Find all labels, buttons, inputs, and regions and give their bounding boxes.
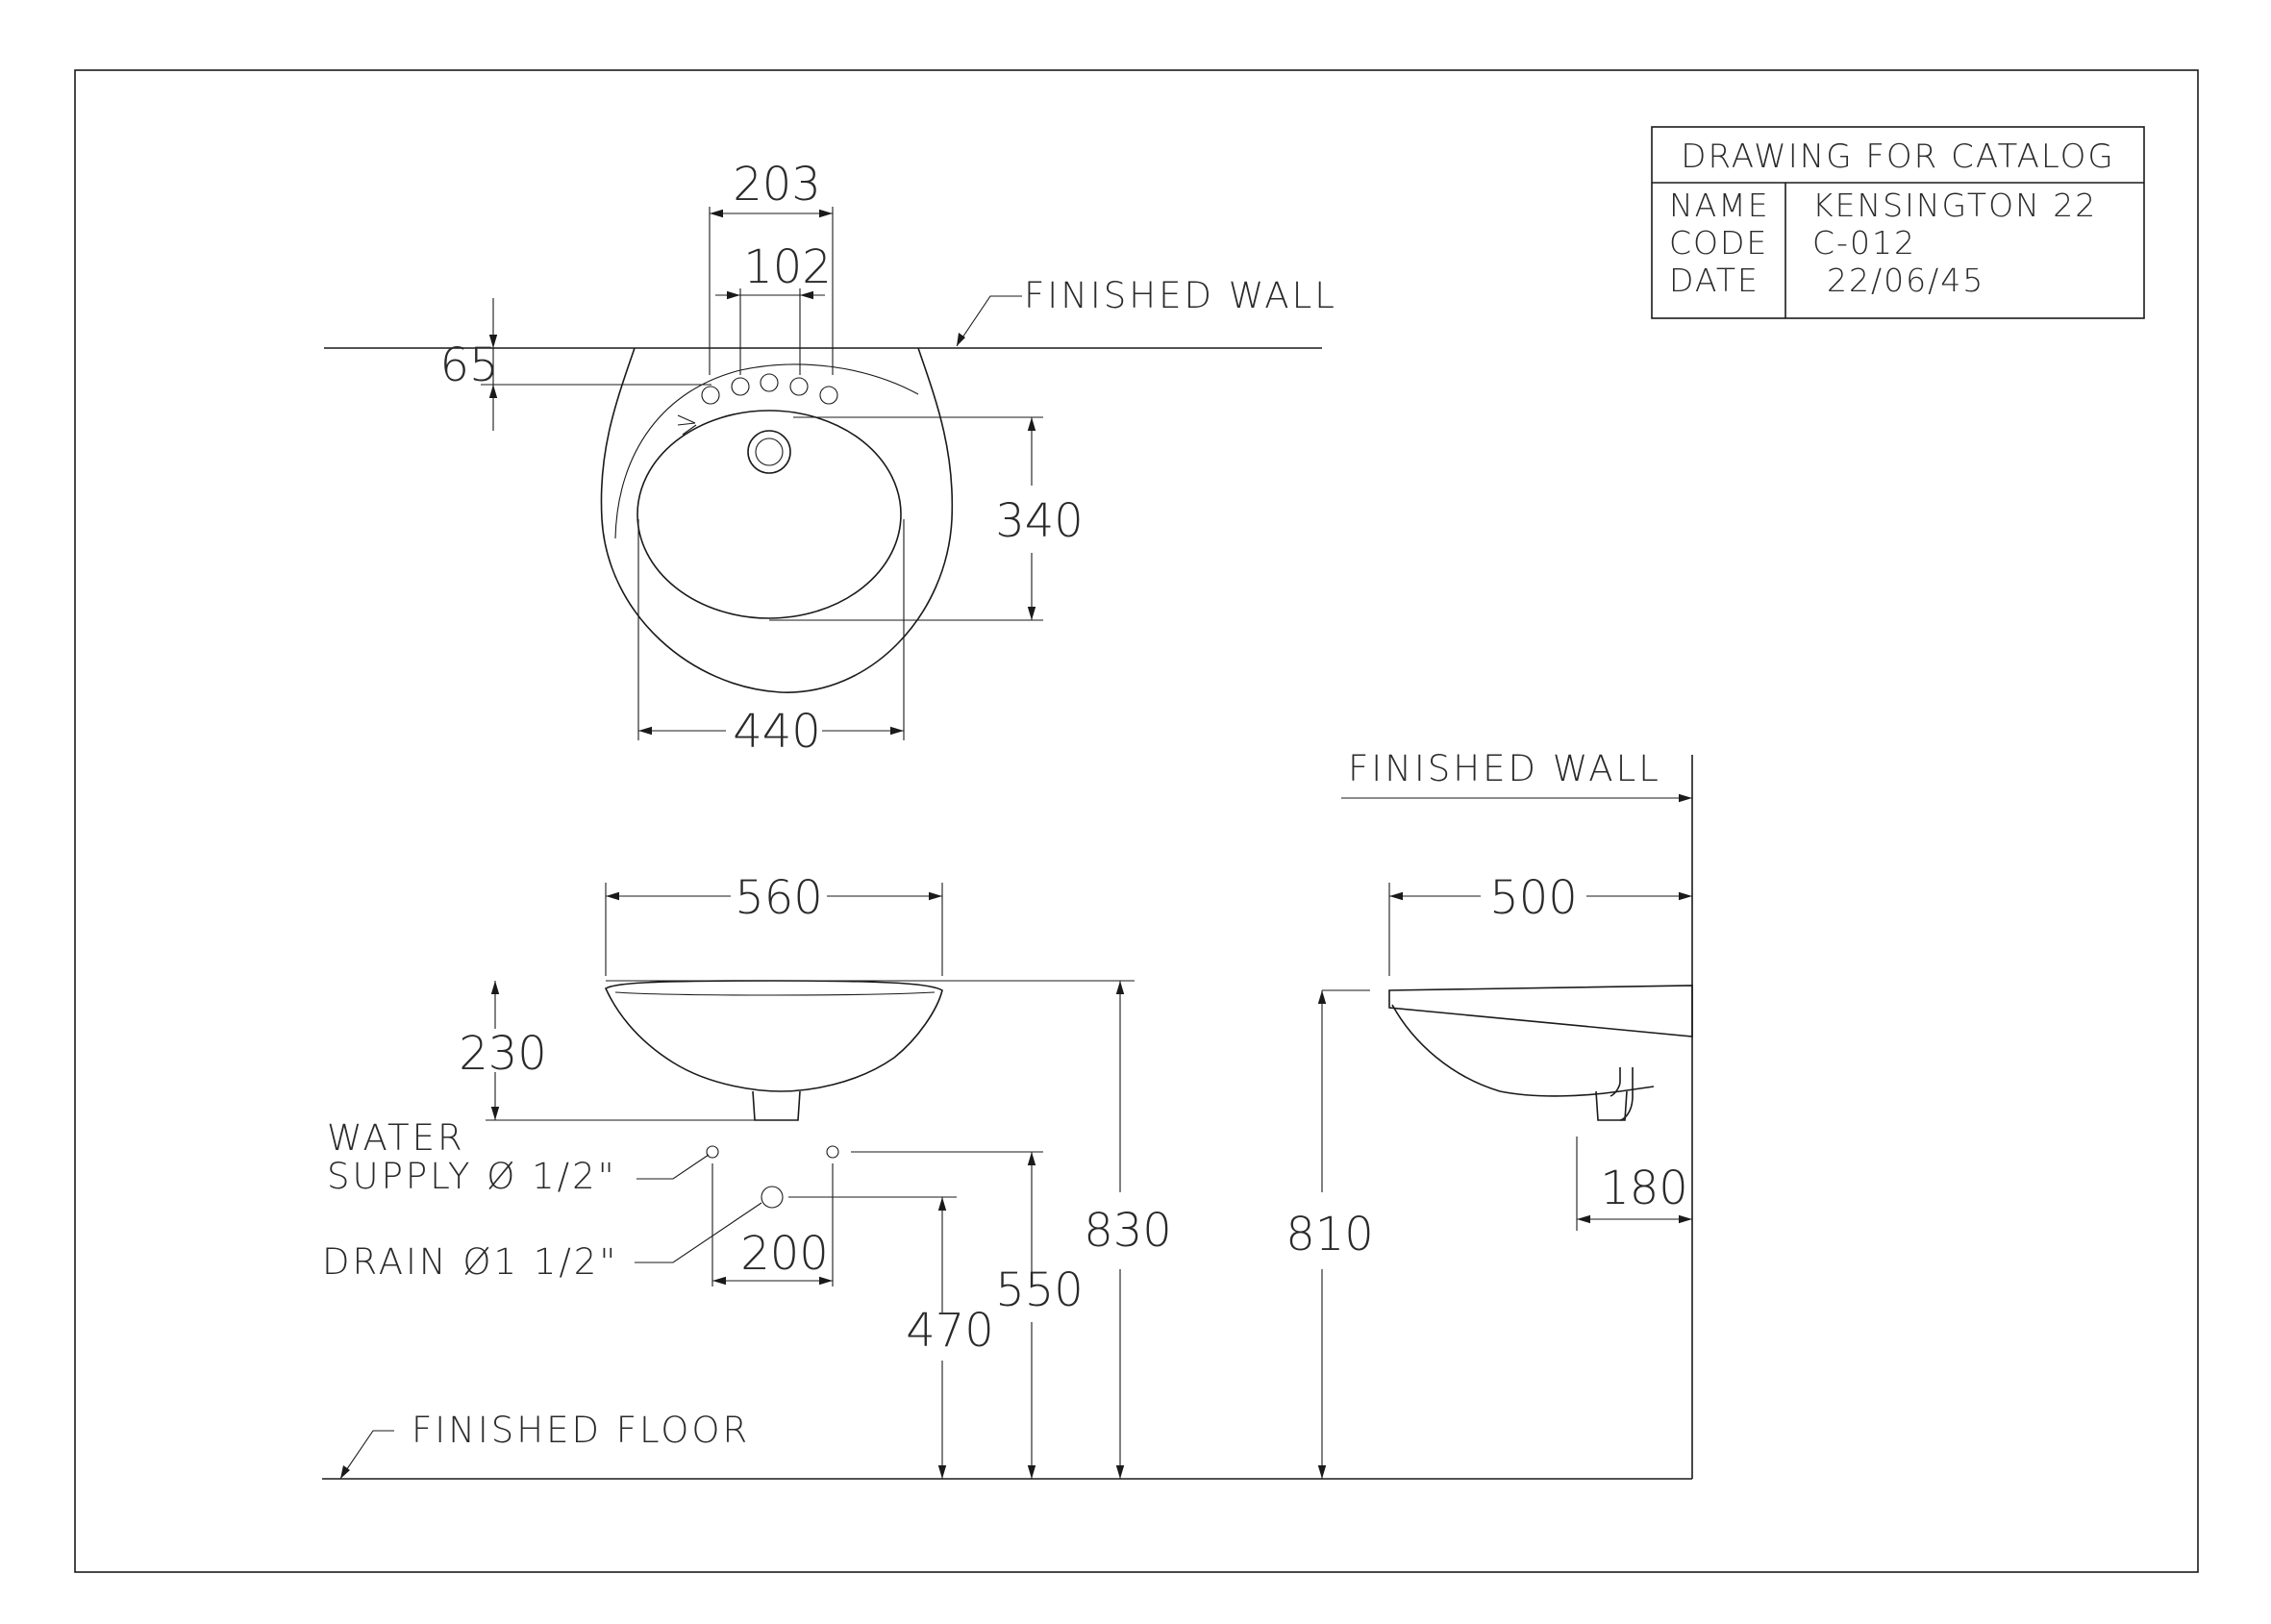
drain-label: DRAIN Ø1 1/2" (322, 1241, 618, 1283)
dim-side-rim-height: 810 (1285, 1208, 1374, 1262)
dim-bowl-depth: 340 (995, 494, 1084, 548)
front-elevation: FINISHED FLOOR 560 230 200 WATER SUPPLY (322, 871, 1692, 1480)
finished-floor-label: FINISHED FLOOR (412, 1410, 750, 1451)
dim-tap-span: 203 (733, 158, 821, 212)
side-elevation: FINISHED WALL 500 810 180 (1285, 748, 1693, 1479)
dim-supply-spacing: 200 (740, 1227, 829, 1281)
finished-wall-top-label: FINISHED WALL (1024, 275, 1337, 316)
dim-wall-offset: 65 (439, 338, 498, 392)
dim-side-depth: 500 (1489, 871, 1578, 925)
dim-supply-height: 550 (995, 1263, 1084, 1317)
dim-waste-offset: 180 (1600, 1162, 1688, 1215)
title-block-heading: DRAWING FOR CATALOG (1681, 137, 2114, 176)
dim-rim-height: 830 (1084, 1204, 1172, 1258)
plan-view: FINISHED WALL 203 102 65 (324, 158, 1337, 759)
name-label: NAME (1669, 187, 1770, 224)
dim-basin-height: 230 (459, 1027, 547, 1081)
dim-bowl-width: 440 (733, 705, 821, 759)
sheet-border (74, 69, 2199, 1573)
dim-drain-height: 470 (906, 1304, 994, 1358)
code-label: CODE (1669, 224, 1768, 262)
code-value: C-012 (1812, 224, 1916, 262)
dim-front-width: 560 (735, 871, 823, 925)
finished-wall-side-label: FINISHED WALL (1348, 748, 1661, 789)
water-supply-label-line1: WATER (327, 1117, 465, 1159)
name-value: KENSINGTON 22 (1812, 187, 2097, 224)
date-value: 22/06/45 (1827, 262, 1984, 299)
dim-tap-center: 102 (743, 240, 832, 294)
date-label: DATE (1669, 262, 1759, 299)
water-supply-label-line2: SUPPLY Ø 1/2" (327, 1156, 617, 1197)
title-block: DRAWING FOR CATALOG NAME KENSINGTON 22 C… (1651, 126, 2145, 319)
